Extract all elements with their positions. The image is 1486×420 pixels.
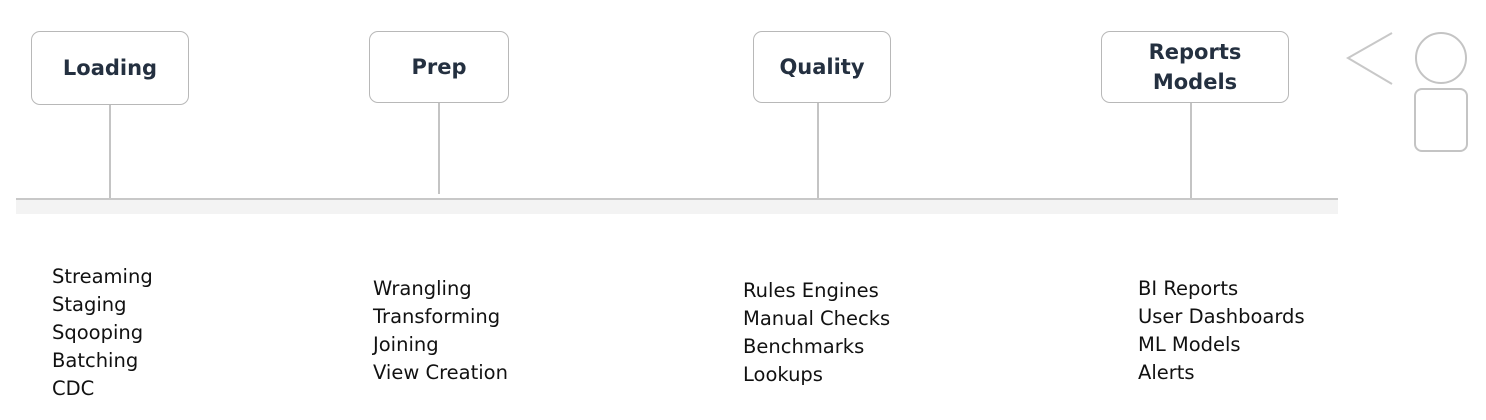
stage-box-quality: Quality xyxy=(753,31,891,103)
list-item: Joining xyxy=(373,333,439,356)
stage-title: Loading xyxy=(62,55,158,80)
list-item: Batching xyxy=(52,349,139,372)
list-item: Benchmarks xyxy=(743,335,865,358)
list-item: View Creation xyxy=(373,361,508,384)
stage-list-prep: Wrangling Transforming Joining View Crea… xyxy=(373,275,508,387)
chevron-left-icon xyxy=(1346,32,1393,85)
stage-box-loading: Loading xyxy=(31,31,189,105)
list-item: Manual Checks xyxy=(743,307,891,330)
list-item: ML Models xyxy=(1138,333,1241,356)
stage-box-reports-models: Reports Models xyxy=(1101,31,1289,103)
stage-title: Reports Models xyxy=(1148,39,1242,94)
stage-title: Prep xyxy=(411,54,467,79)
list-item: Sqooping xyxy=(52,321,144,344)
list-item: Rules Engines xyxy=(743,279,879,302)
timeline-shadow xyxy=(16,199,1338,214)
list-item: Lookups xyxy=(743,363,823,386)
stage-list-reports-models: BI Reports User Dashboards ML Models Ale… xyxy=(1138,275,1305,387)
list-item: Alerts xyxy=(1138,361,1195,384)
list-item: Transforming xyxy=(373,305,501,328)
list-item: Streaming xyxy=(52,265,153,288)
person-icon xyxy=(1414,32,1468,152)
stage-title: Quality xyxy=(779,54,865,79)
list-item: BI Reports xyxy=(1138,277,1239,300)
list-item: Wrangling xyxy=(373,277,472,300)
list-item: Staging xyxy=(52,293,127,316)
stage-box-prep: Prep xyxy=(369,31,509,103)
stage-list-loading: Streaming Staging Sqooping Batching CDC xyxy=(52,263,153,403)
stage-list-quality: Rules Engines Manual Checks Benchmarks L… xyxy=(743,277,890,389)
list-item: User Dashboards xyxy=(1138,305,1305,328)
list-item: CDC xyxy=(52,377,95,400)
